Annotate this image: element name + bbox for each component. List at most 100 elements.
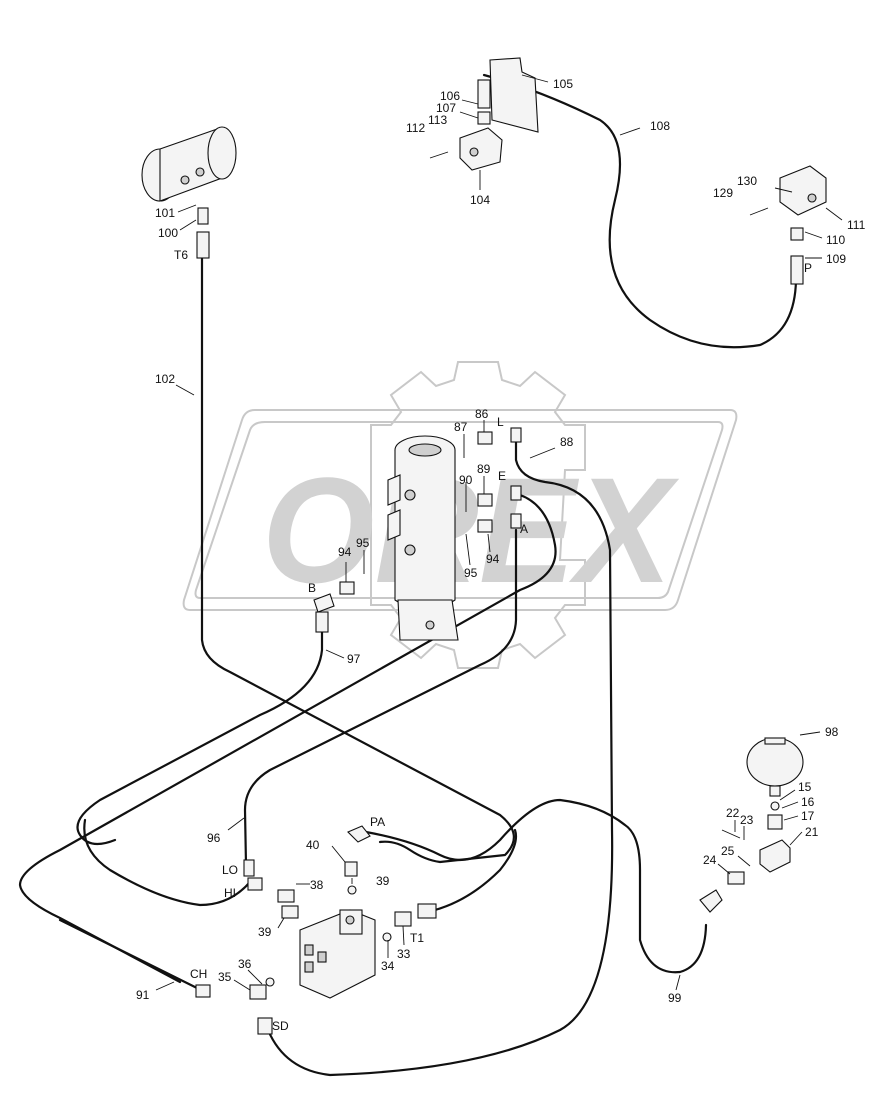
label-107: 107 (436, 101, 456, 115)
label-16: 16 (801, 795, 815, 809)
label-17: 17 (801, 809, 815, 823)
label-35: 35 (218, 970, 232, 984)
leader-88 (529, 447, 556, 459)
hose-88 (266, 438, 614, 1077)
block-111-body (779, 165, 827, 216)
leader-33 (402, 925, 405, 946)
elbow-a (510, 513, 522, 529)
hose-e (18, 493, 557, 984)
hose-hi (83, 818, 252, 907)
valve-port-2 (304, 961, 314, 973)
swivel-lug-2 (387, 509, 401, 541)
fitting-t6 (196, 231, 210, 259)
bracket-105 (429, 57, 539, 171)
hose-97 (76, 628, 324, 846)
leader-39a (277, 917, 285, 929)
label-33: 33 (397, 947, 411, 961)
fitting-ch (195, 984, 211, 998)
block-104 (459, 127, 503, 171)
leader-40 (331, 845, 346, 863)
label-87: 87 (454, 420, 468, 434)
leader-24 (717, 863, 731, 875)
label-108: 108 (650, 119, 670, 133)
watermark-frame-inner (194, 421, 724, 599)
label-105: 105 (553, 77, 573, 91)
leader-111 (825, 207, 843, 221)
accumulator-neck (769, 785, 781, 797)
leader-106 (461, 99, 479, 105)
seal-39 (347, 885, 357, 895)
label-p: P (804, 261, 812, 275)
tank-port-1 (180, 175, 190, 185)
label-39-right: 39 (376, 874, 390, 888)
fitting-94-left (339, 581, 355, 595)
tank-flange (207, 126, 237, 180)
fitting-lo (243, 859, 255, 877)
leader-96 (227, 817, 245, 831)
leader-102 (175, 384, 195, 396)
hose-99 (364, 798, 708, 974)
swivel-base-port (425, 620, 435, 630)
fitting-35 (249, 984, 267, 1000)
label-94-left: 94 (338, 545, 352, 559)
label-101: 101 (155, 206, 175, 220)
screw-112 (429, 151, 449, 159)
leader-107 (459, 111, 479, 119)
block-21 (759, 839, 791, 873)
label-111: 111 (847, 218, 866, 232)
label-e: E (498, 469, 506, 483)
accumulator-98 (699, 737, 804, 913)
leader-99 (675, 974, 681, 991)
label-112: 112 (406, 121, 425, 135)
leader-108 (619, 127, 641, 136)
label-129: 129 (713, 186, 733, 200)
label-hi: HI (224, 886, 236, 900)
label-95-left: 95 (356, 536, 370, 550)
leader-130 (774, 187, 793, 193)
label-102: 102 (155, 372, 175, 386)
label-98: 98 (825, 725, 839, 739)
hose-a (243, 528, 518, 867)
label-22: 22 (726, 806, 740, 820)
label-t1: T1 (410, 931, 424, 945)
fitting-17 (767, 814, 783, 830)
fitting-24 (727, 871, 745, 885)
label-36: 36 (238, 957, 252, 971)
label-40: 40 (306, 838, 320, 852)
fitting-t1 (417, 903, 437, 919)
hose-91 (58, 918, 207, 994)
label-t6: T6 (174, 248, 188, 262)
fitting-86 (477, 431, 493, 445)
fitting-110 (790, 227, 804, 241)
valve-top-port-bore (345, 915, 355, 925)
hose-102 (200, 256, 515, 864)
label-25: 25 (721, 844, 735, 858)
leader-98 (799, 731, 821, 736)
fitting-100 (197, 207, 209, 225)
label-91: 91 (136, 988, 150, 1002)
seal-34 (382, 932, 392, 942)
watermark-gear (370, 361, 586, 669)
leader-101 (177, 204, 197, 213)
tank-port-2 (195, 167, 205, 177)
label-39-left: 39 (258, 925, 272, 939)
label-106: 106 (440, 89, 460, 103)
accumulator-cap (764, 737, 786, 745)
leader-35 (233, 979, 251, 991)
label-15: 15 (798, 780, 812, 794)
leader-94a (487, 533, 491, 553)
fitting-109 (790, 255, 804, 285)
label-88: 88 (560, 435, 574, 449)
bracket-plate (489, 57, 539, 133)
label-109: 109 (826, 252, 846, 266)
hose-t1 (433, 828, 518, 912)
swivel-lug-1 (387, 474, 401, 506)
leader-25 (737, 855, 751, 867)
label-96: 96 (207, 831, 221, 845)
label-sd: SD (272, 1019, 289, 1033)
watermark: OREX (182, 361, 738, 669)
valve-block (195, 825, 437, 1035)
watermark-text: OREX (262, 446, 680, 614)
seal-36 (265, 977, 275, 987)
accumulator-body (746, 737, 804, 787)
